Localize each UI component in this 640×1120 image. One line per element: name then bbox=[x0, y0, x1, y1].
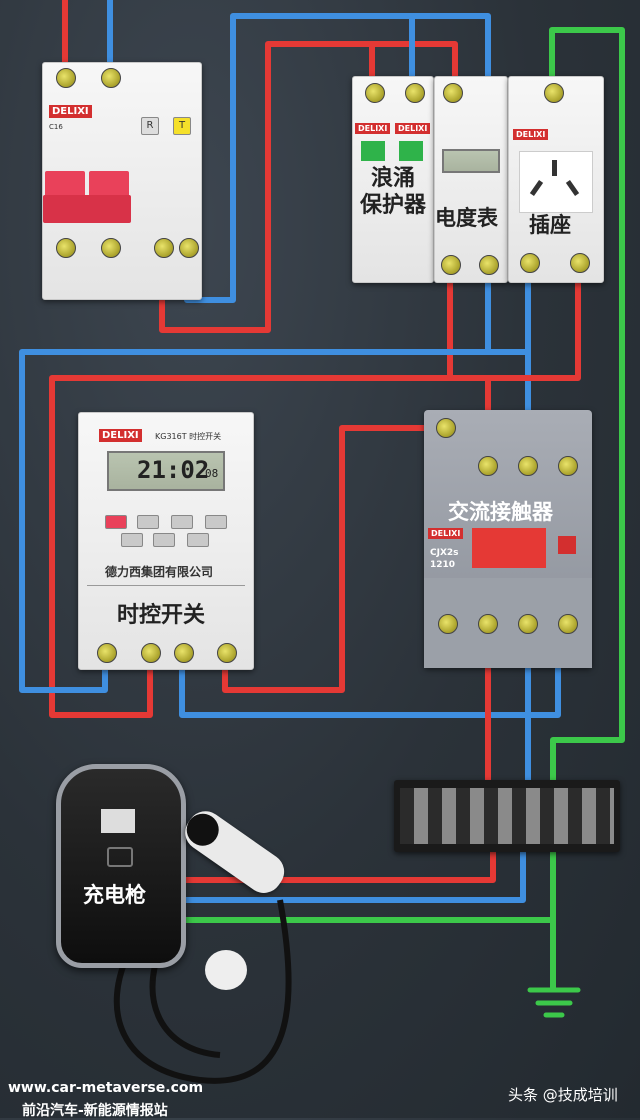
surge-terminal-l bbox=[365, 83, 385, 103]
socket-live bbox=[447, 259, 581, 381]
timer-to-contactor-coil-neutral bbox=[179, 647, 561, 718]
socket-module: DELIXI 插座 bbox=[508, 76, 604, 283]
footer-website: www.car-metaverse.com bbox=[8, 1080, 204, 1096]
timer-display-time: 21:02 bbox=[137, 456, 210, 484]
timer-key-6[interactable] bbox=[153, 533, 175, 547]
socket-hole-right bbox=[565, 180, 580, 196]
contactor-label: 交流接触器 bbox=[448, 500, 553, 524]
contactor-terminal-t1 bbox=[438, 614, 458, 634]
timer-key-4[interactable] bbox=[205, 515, 227, 529]
contactor-terminal-l3 bbox=[558, 456, 578, 476]
timer-switch-label: 时控开关 bbox=[117, 603, 206, 628]
timer-brand: DELIXI bbox=[99, 429, 142, 442]
ac-contactor: 交流接触器 DELIXI CJX2s 1210 bbox=[424, 410, 592, 668]
circuit-breaker: DELIXI C16 R T bbox=[42, 62, 202, 300]
timer-terminal-1 bbox=[97, 643, 117, 663]
contactor-terminal-t3 bbox=[518, 614, 538, 634]
contactor-rating: 1210 bbox=[430, 560, 456, 570]
timer-key-7[interactable] bbox=[187, 533, 209, 547]
surge-label-line1: 浪涌 bbox=[370, 166, 415, 191]
breaker-handle-bar bbox=[43, 195, 131, 223]
socket-label: 插座 bbox=[529, 213, 571, 237]
surge-protector-label: 浪涌 保护器 bbox=[357, 165, 429, 219]
breaker-test-button[interactable]: T bbox=[173, 117, 191, 135]
socket-terminal-ground bbox=[544, 83, 564, 103]
surge-indicator-2 bbox=[399, 141, 423, 161]
breaker-terminal-mid-l bbox=[56, 238, 76, 258]
meter-display bbox=[442, 149, 500, 173]
timer-display: 21:02 08 bbox=[107, 451, 225, 491]
contactor-terminal-l2 bbox=[518, 456, 538, 476]
plug-dust-cap bbox=[205, 950, 247, 990]
surge-brand-2: DELIXI bbox=[395, 123, 431, 134]
timer-key-5[interactable] bbox=[121, 533, 143, 547]
contactor-indicator bbox=[558, 536, 576, 554]
socket-terminal-n bbox=[520, 253, 540, 273]
timer-key-3[interactable] bbox=[171, 515, 193, 529]
footer-site-name: 前沿汽车-新能源情报站 bbox=[22, 1103, 168, 1119]
timer-company: 德力西集团有限公司 bbox=[105, 565, 214, 579]
meter-terminal-in bbox=[443, 83, 463, 103]
earth-symbol bbox=[527, 987, 581, 1018]
ev-charger-screen bbox=[101, 809, 135, 833]
breaker-terminal-out-n bbox=[179, 238, 199, 258]
surge-terminal-n bbox=[405, 83, 425, 103]
contactor-terminal-t2 bbox=[478, 614, 498, 634]
timer-model: KG316T 时控开关 bbox=[155, 432, 222, 441]
terminal-block bbox=[394, 780, 620, 852]
timer-terminal-2 bbox=[141, 643, 161, 663]
timer-display-seconds: 08 bbox=[205, 467, 219, 480]
socket-hole-left bbox=[529, 180, 544, 196]
breaker-brand: DELIXI bbox=[49, 105, 92, 118]
meter-terminal-out-l bbox=[441, 255, 461, 275]
breaker-reset-button[interactable]: R bbox=[141, 117, 159, 135]
socket-face[interactable] bbox=[519, 151, 593, 213]
timer-terminal-4 bbox=[217, 643, 237, 663]
breaker-terminal-out-l bbox=[154, 238, 174, 258]
timer-to-contactor-coil-live bbox=[222, 425, 448, 693]
contactor-actuator bbox=[472, 528, 546, 568]
charging-gun-label: 充电枪 bbox=[83, 883, 146, 907]
breaker-terminal-in-l bbox=[56, 68, 76, 88]
timer-terminal-3 bbox=[174, 643, 194, 663]
meter-label: 电度表 bbox=[435, 206, 498, 230]
contactor-model: CJX2s bbox=[430, 548, 459, 558]
meter-out-live bbox=[49, 257, 453, 718]
breaker-to-meter-live bbox=[159, 41, 458, 333]
surge-protector: DELIXI DELIXI 浪涌 保护器 bbox=[352, 76, 434, 283]
timer-divider bbox=[87, 585, 245, 586]
contactor-terminal-a1 bbox=[436, 418, 456, 438]
ev-charger: 充电枪 bbox=[56, 764, 186, 968]
surge-indicator-1 bbox=[361, 141, 385, 161]
socket-brand: DELIXI bbox=[513, 129, 549, 140]
timer-switch: DELIXI KG316T 时控开关 21:02 08 德力西集团有限公司 时控… bbox=[78, 412, 254, 670]
timer-key-1[interactable] bbox=[105, 515, 127, 529]
surge-label-line2: 保护器 bbox=[359, 193, 426, 218]
breaker-terminal-mid-n bbox=[101, 238, 121, 258]
ev-charger-rfid-icon bbox=[107, 847, 133, 867]
ground-main bbox=[549, 27, 625, 798]
energy-meter: 电度表 bbox=[434, 76, 508, 283]
contactor-brand: DELIXI bbox=[428, 528, 464, 539]
timer-key-2[interactable] bbox=[137, 515, 159, 529]
contactor-terminal-t4 bbox=[558, 614, 578, 634]
socket-terminal-l bbox=[570, 253, 590, 273]
footer-credit: 头条 @技成培训 bbox=[508, 1086, 618, 1104]
terminal-block-strip bbox=[400, 788, 614, 844]
meter-out-neutral bbox=[19, 257, 491, 693]
socket-hole-top bbox=[552, 160, 557, 176]
charger-neutral bbox=[172, 827, 526, 903]
surge-brand: DELIXI bbox=[355, 123, 391, 134]
meter-terminal-out-n bbox=[479, 255, 499, 275]
breaker-rating: C16 bbox=[49, 123, 63, 131]
contactor-terminal-l1 bbox=[478, 456, 498, 476]
breaker-terminal-in-n bbox=[101, 68, 121, 88]
